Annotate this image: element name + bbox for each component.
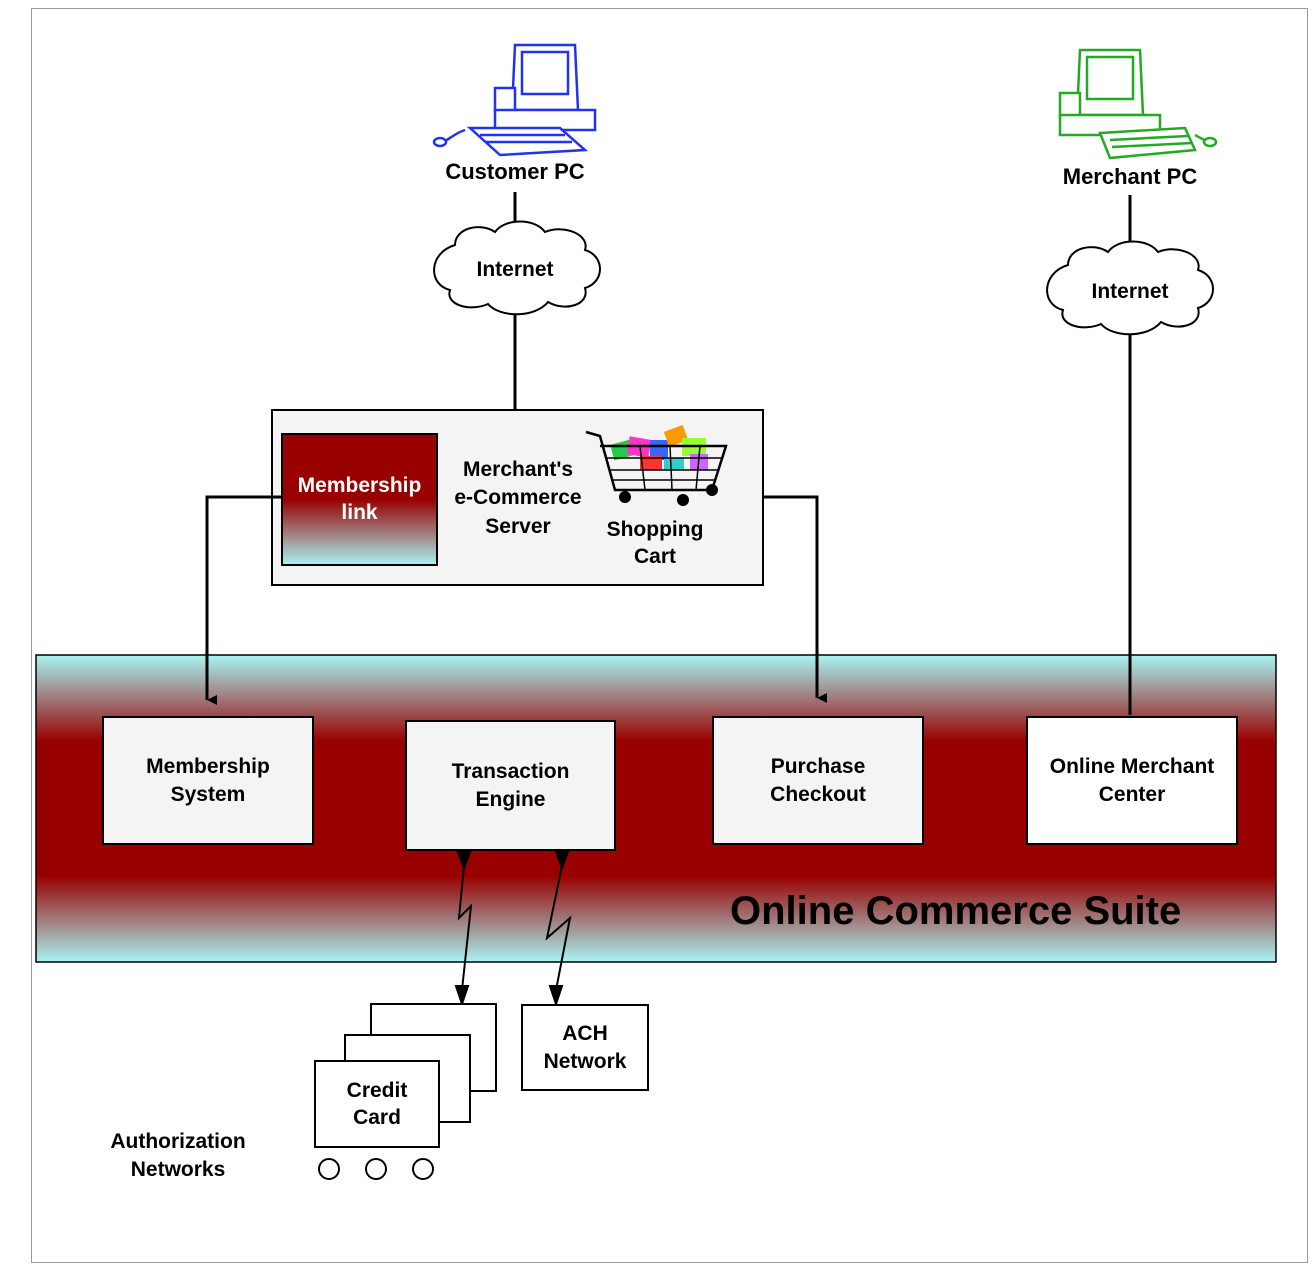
internet-right-label: Internet: [1091, 280, 1169, 303]
internet-cloud-right: [1046, 240, 1214, 336]
suite-title: Online Commerce Suite: [730, 889, 1182, 933]
shopping-cart-icon: [585, 425, 728, 506]
customer-pc-label: Customer PC: [445, 159, 585, 184]
authorization-networks-label: Authorization Networks: [110, 1130, 246, 1182]
credit-link-connector: [454, 851, 473, 1008]
more-networks-dot: [365, 1158, 387, 1180]
credit-card-box: Credit Card: [314, 1060, 440, 1148]
membership-system-box: Membership System: [102, 716, 314, 845]
internet-left-label: Internet: [476, 258, 554, 281]
shopping-cart-label: Shopping Cart: [606, 518, 704, 569]
more-networks-dot: [412, 1158, 434, 1180]
online-merchant-center-box: Online Merchant Center: [1026, 716, 1238, 845]
checkout-arrow: [763, 495, 827, 703]
internet-cloud-left: [433, 220, 601, 316]
membership-arrow: [205, 495, 282, 705]
diagram-frame: [31, 8, 1308, 1263]
customer-pc-icon: [432, 43, 597, 157]
more-networks-dot: [318, 1158, 340, 1180]
merchant-pc-label: Merchant PC: [1062, 164, 1198, 189]
ach-link-connector: [545, 851, 572, 1008]
membership-link-label: Membership link: [297, 474, 422, 525]
merchant-pc-icon: [1058, 48, 1218, 160]
server-title-label: Merchant's e-Commerce Server: [454, 458, 582, 538]
membership-link-box: [281, 433, 438, 566]
purchase-checkout-box: Purchase Checkout: [712, 716, 924, 845]
transaction-engine-box: Transaction Engine: [405, 720, 616, 851]
ach-network-box: ACH Network: [521, 1004, 649, 1091]
